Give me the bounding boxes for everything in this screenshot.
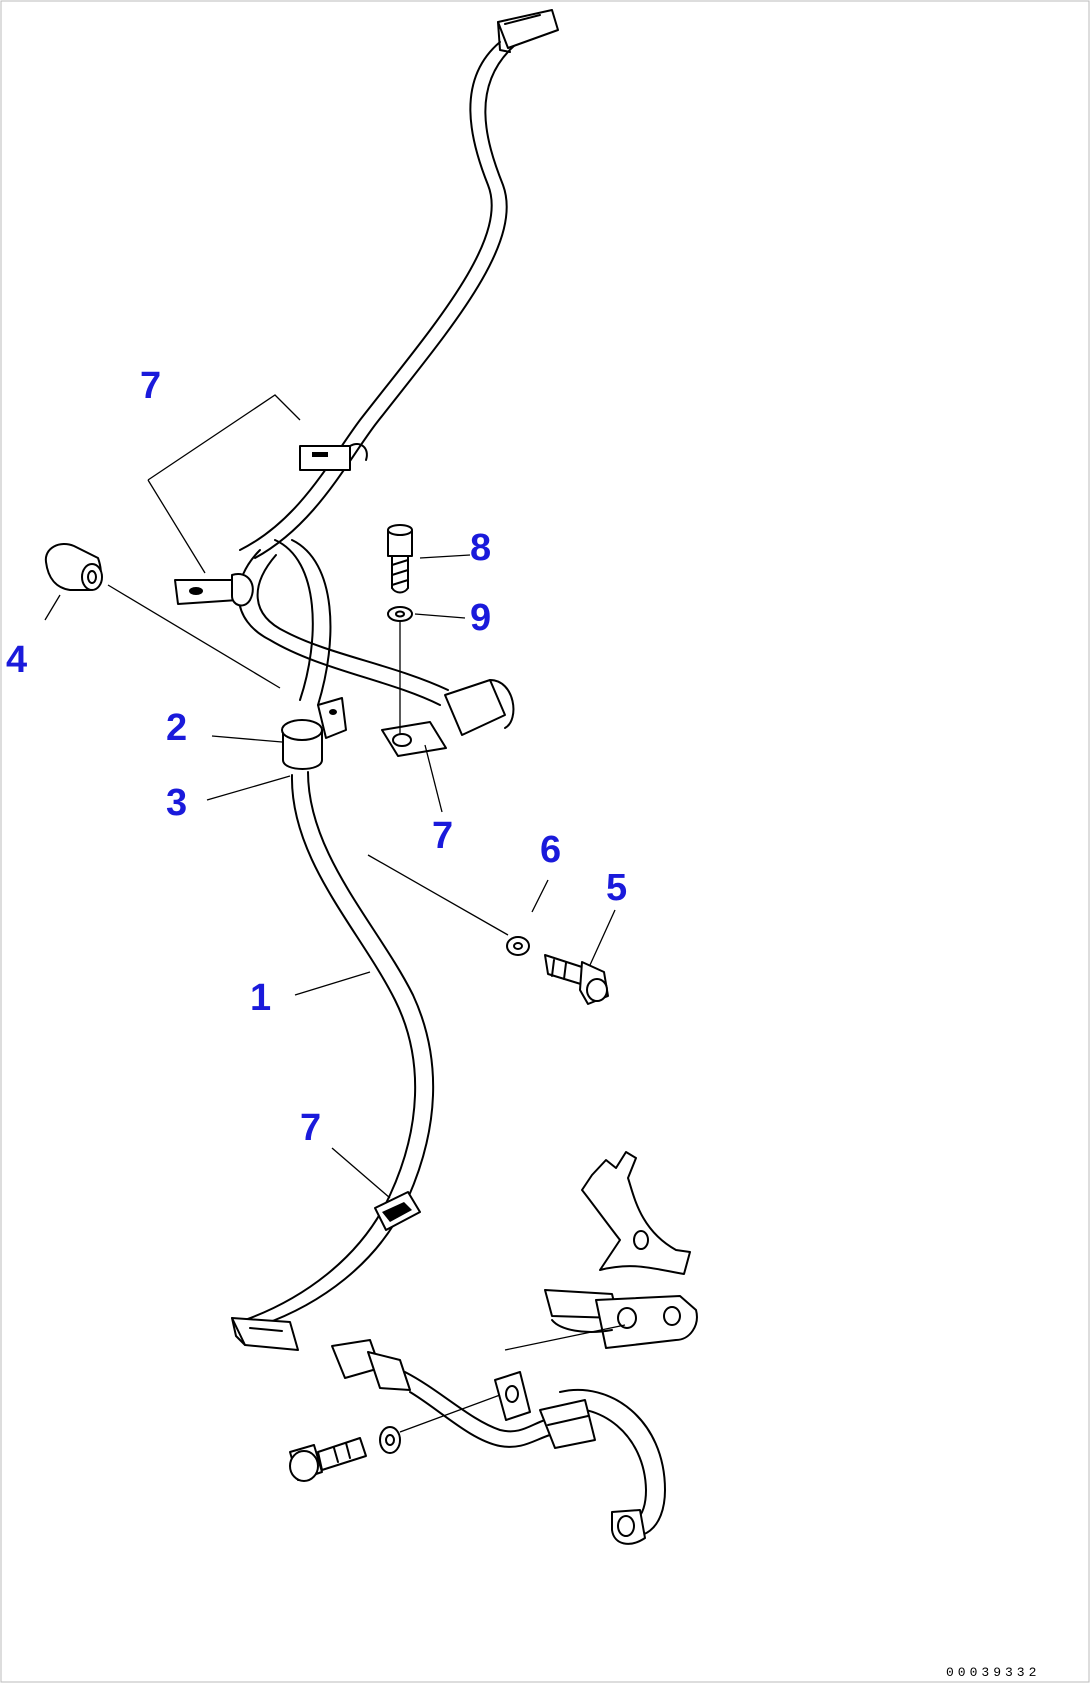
document-id: 00039332 xyxy=(946,1665,1040,1680)
callout-3: 3 xyxy=(166,782,187,824)
callout-5: 5 xyxy=(606,867,627,909)
callout-9: 9 xyxy=(470,597,491,639)
top-connector xyxy=(497,9,559,53)
callout-7-low: 7 xyxy=(300,1107,321,1149)
callout-1: 1 xyxy=(250,977,271,1019)
clamp-part-2-3 xyxy=(281,697,347,770)
clip-lower xyxy=(374,1191,421,1231)
clip-mid xyxy=(381,721,447,757)
clip-left xyxy=(174,573,254,607)
lower-harness xyxy=(331,1339,666,1545)
callout-8: 8 xyxy=(470,527,491,569)
sleeve-part-4 xyxy=(44,543,103,591)
main-cable-part-1 xyxy=(244,771,435,1326)
callout-4: 4 xyxy=(6,639,27,681)
callout-7-mid: 7 xyxy=(432,815,453,857)
bottom-left-connector xyxy=(231,1317,299,1351)
upper-cable xyxy=(239,41,516,559)
lower-washer xyxy=(379,1426,401,1454)
callout-7-top: 7 xyxy=(140,365,161,407)
bolt-part-5 xyxy=(544,954,609,1005)
right-connector xyxy=(444,679,515,736)
callout-6: 6 xyxy=(540,829,561,871)
washer-part-9 xyxy=(387,606,413,735)
leader-lines xyxy=(44,394,626,1433)
callouts: 7 8 9 4 2 3 7 6 5 1 7 xyxy=(6,365,627,1149)
clip-upper xyxy=(299,442,368,471)
loop-cable xyxy=(237,539,449,706)
lower-bolt xyxy=(289,1437,367,1482)
callout-2: 2 xyxy=(166,707,187,749)
bolt-part-8 xyxy=(387,524,413,594)
bracket-assembly xyxy=(544,1151,698,1349)
washer-part-6 xyxy=(506,936,530,956)
